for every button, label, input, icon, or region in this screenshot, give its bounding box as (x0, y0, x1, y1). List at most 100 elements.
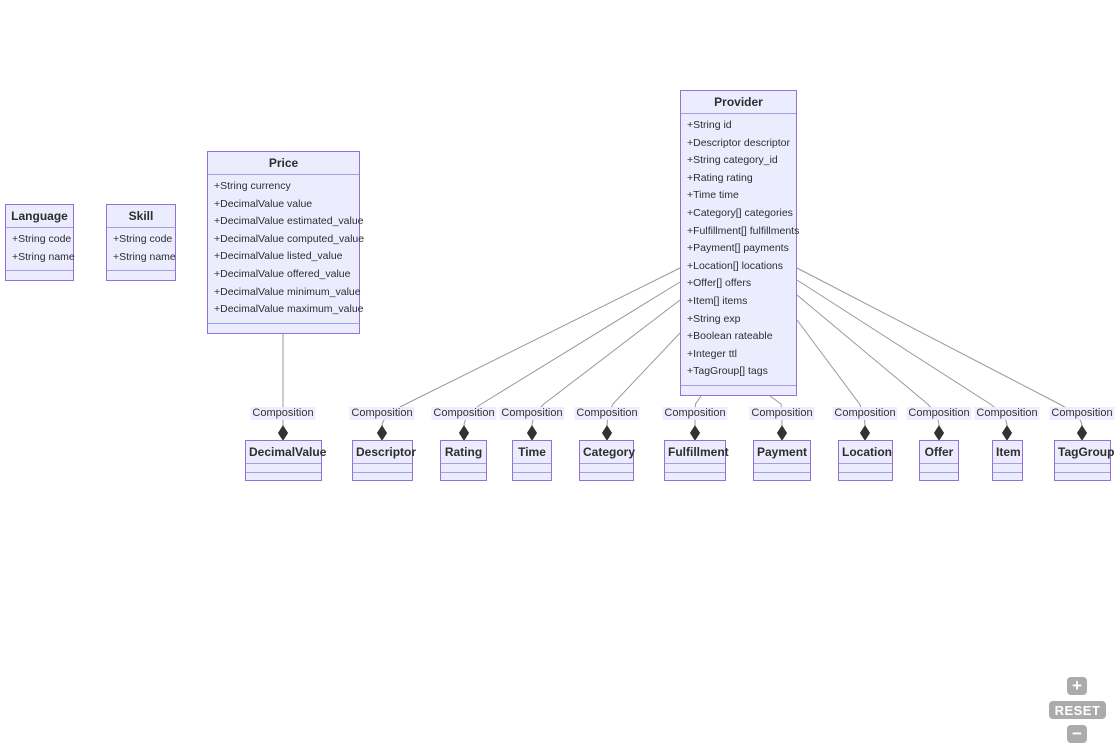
class-attributes (839, 464, 892, 472)
edge-label: Composition (906, 407, 972, 420)
class-methods (208, 322, 359, 333)
class-methods (6, 270, 73, 280)
class-attribute: +String name (12, 250, 75, 263)
zoom-in-button[interactable]: + (1067, 677, 1087, 695)
composition-diamond-icon (1001, 425, 1013, 441)
class-methods (920, 472, 958, 480)
composition-diamond-icon (859, 425, 871, 441)
class-attributes: +String id+Descriptor descriptor+String … (681, 114, 799, 385)
class-title: Skill (107, 205, 175, 228)
class-attributes (246, 464, 321, 472)
class-attributes: +String code +String name (107, 228, 176, 270)
class-methods (681, 384, 796, 395)
class-methods (754, 472, 810, 480)
class-attribute: +Descriptor descriptor (687, 136, 790, 149)
class-attributes (441, 464, 486, 472)
composition-diamond-icon (689, 425, 701, 441)
class-Descriptor: Descriptor (352, 440, 416, 481)
class-attribute: +String code (113, 233, 173, 245)
class-attributes (1055, 464, 1110, 472)
class-Time: Time (512, 440, 552, 481)
class-attribute: +DecimalValue maximum_value (214, 303, 364, 316)
class-attribute: +Boolean rateable (687, 330, 773, 343)
class-title: Descriptor (353, 441, 416, 464)
edge-label: Composition (574, 407, 640, 420)
edge-label: Composition (250, 407, 316, 420)
class-methods (993, 472, 1022, 480)
edge-label: Composition (349, 407, 415, 420)
edge-label: Composition (832, 407, 898, 420)
class-attribute: +String currency (214, 180, 291, 192)
class-attribute: +Payment[] payments (687, 242, 789, 255)
class-Item: Item (992, 440, 1023, 481)
composition-diamond-icon (776, 425, 788, 441)
class-attribute: +DecimalValue computed_value (214, 232, 365, 245)
edge-label: Composition (749, 407, 815, 420)
composition-edge (381, 267, 681, 427)
composition-diamond-icon (601, 425, 613, 441)
class-title: Rating (441, 441, 486, 464)
class-attribute: +DecimalValue listed_value (214, 250, 343, 263)
class-Skill: Skill +String code +String name (106, 204, 176, 282)
class-attributes: +String code+String name (6, 228, 75, 270)
class-title: Location (839, 441, 892, 464)
class-title: Time (513, 441, 551, 464)
class-attribute: +String id (687, 119, 732, 131)
edge-label: Composition (499, 407, 565, 420)
class-attribute: +Integer ttl (687, 347, 737, 360)
reset-button[interactable]: RESET (1049, 701, 1106, 719)
class-DecimalValue: DecimalValue (245, 440, 326, 481)
class-attributes (754, 464, 810, 472)
class-attribute: +Location[] locations (687, 259, 784, 272)
composition-edge (796, 279, 1008, 427)
class-methods (107, 270, 175, 280)
class-attribute: +TagGroup[] tags (687, 365, 768, 378)
composition-edge (796, 267, 1083, 427)
class-attributes (920, 464, 958, 472)
edge-label: Composition (431, 407, 497, 420)
composition-diamond-icon (933, 425, 945, 441)
class-methods (441, 472, 486, 480)
class-attribute: +Category[] categories (687, 206, 793, 219)
class-title: Fulfillment (665, 441, 729, 464)
zoom-out-button[interactable]: − (1067, 725, 1087, 743)
class-attribute: +DecimalValue minimum_value (214, 285, 361, 298)
edge-label: Composition (662, 407, 728, 420)
class-attributes (665, 464, 725, 472)
composition-edge (463, 281, 681, 427)
class-methods (246, 472, 321, 480)
class-attribute: +DecimalValue value (214, 197, 313, 210)
class-attributes (993, 464, 1022, 472)
class-methods (513, 472, 551, 480)
class-title: Provider (681, 91, 796, 114)
class-title: Price (208, 152, 359, 175)
class-methods (839, 472, 892, 480)
class-Location: Location (838, 440, 893, 481)
class-Rating: Rating (440, 440, 487, 481)
class-methods (580, 472, 633, 480)
composition-diamond-icon (526, 425, 538, 441)
class-attribute: +Offer[] offers (687, 277, 752, 290)
composition-diamond-icon (458, 425, 470, 441)
edge-label: Composition (974, 407, 1040, 420)
class-attributes (513, 464, 551, 472)
class-Offer: Offer (919, 440, 959, 481)
class-attribute: +Item[] items (687, 294, 748, 307)
class-attribute: +DecimalValue estimated_value (214, 215, 364, 228)
class-title: Offer (920, 441, 958, 464)
class-Language: Language+String code+String name (5, 204, 75, 282)
class-methods (665, 472, 725, 480)
edge-label: Composition (1049, 407, 1115, 420)
class-Price: Price +String currency +DecimalValue value… (207, 151, 365, 334)
composition-diamond-icon (277, 425, 289, 441)
class-title: Item (993, 441, 1022, 464)
class-attribute: +String name (113, 250, 176, 263)
composition-diamond-icon (376, 425, 388, 441)
class-Category: Category (579, 440, 635, 481)
class-TagGroup: TagGroup (1054, 440, 1114, 481)
class-attribute: +Time time (687, 189, 739, 202)
class-title: TagGroup (1055, 441, 1114, 464)
class-title: Payment (754, 441, 810, 464)
